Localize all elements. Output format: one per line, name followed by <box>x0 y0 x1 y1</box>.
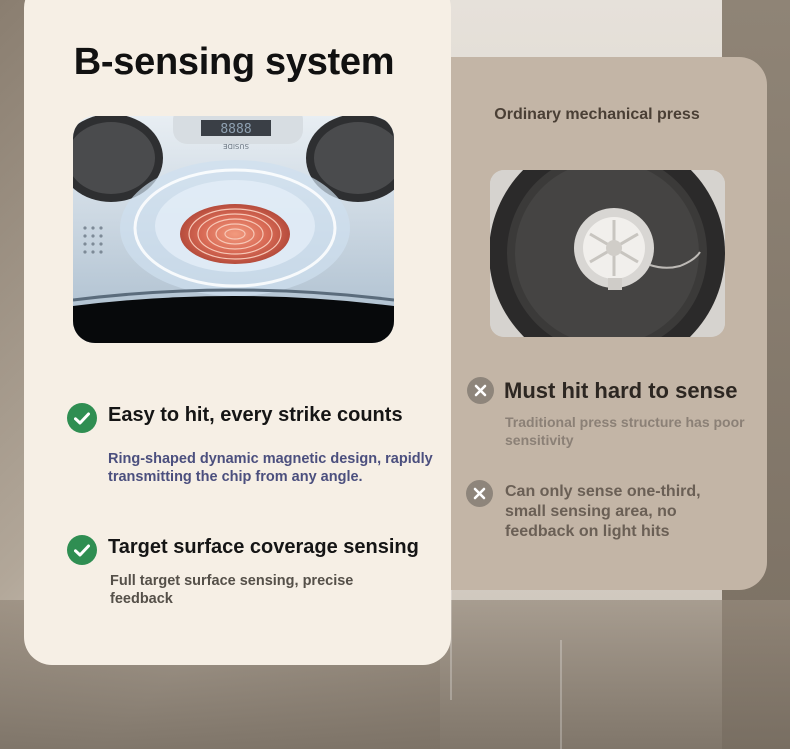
drawback-title: Must hit hard to sense <box>504 378 738 403</box>
page-title: B-sensing system <box>73 41 395 83</box>
feature-description: Ring-shaped dynamic magnetic design, rap… <box>108 451 433 485</box>
check-circle-icon <box>67 535 97 565</box>
comparison-label: Ordinary mechanical press <box>494 106 700 123</box>
feature-description: Full target surface sensing, precise fee… <box>110 573 354 607</box>
x-circle-icon <box>467 377 494 404</box>
sensor-product-image: 8888 SUSIDE <box>73 116 394 343</box>
drawback-description: Can only sense one-third, small sensing … <box>505 483 701 540</box>
check-circle-icon <box>67 403 97 433</box>
feature-title: Target surface coverage sensing <box>108 536 419 558</box>
drawback-description: Traditional press structure has poor sen… <box>505 414 745 448</box>
display-digits: 8888 <box>220 122 251 137</box>
x-circle-icon <box>466 480 493 507</box>
background-line <box>450 590 452 700</box>
feature-title: Easy to hit, every strike counts <box>108 404 403 426</box>
brand-text: SUSIDE <box>223 142 249 150</box>
mechanical-press-image <box>490 170 725 337</box>
background-line <box>560 640 562 749</box>
